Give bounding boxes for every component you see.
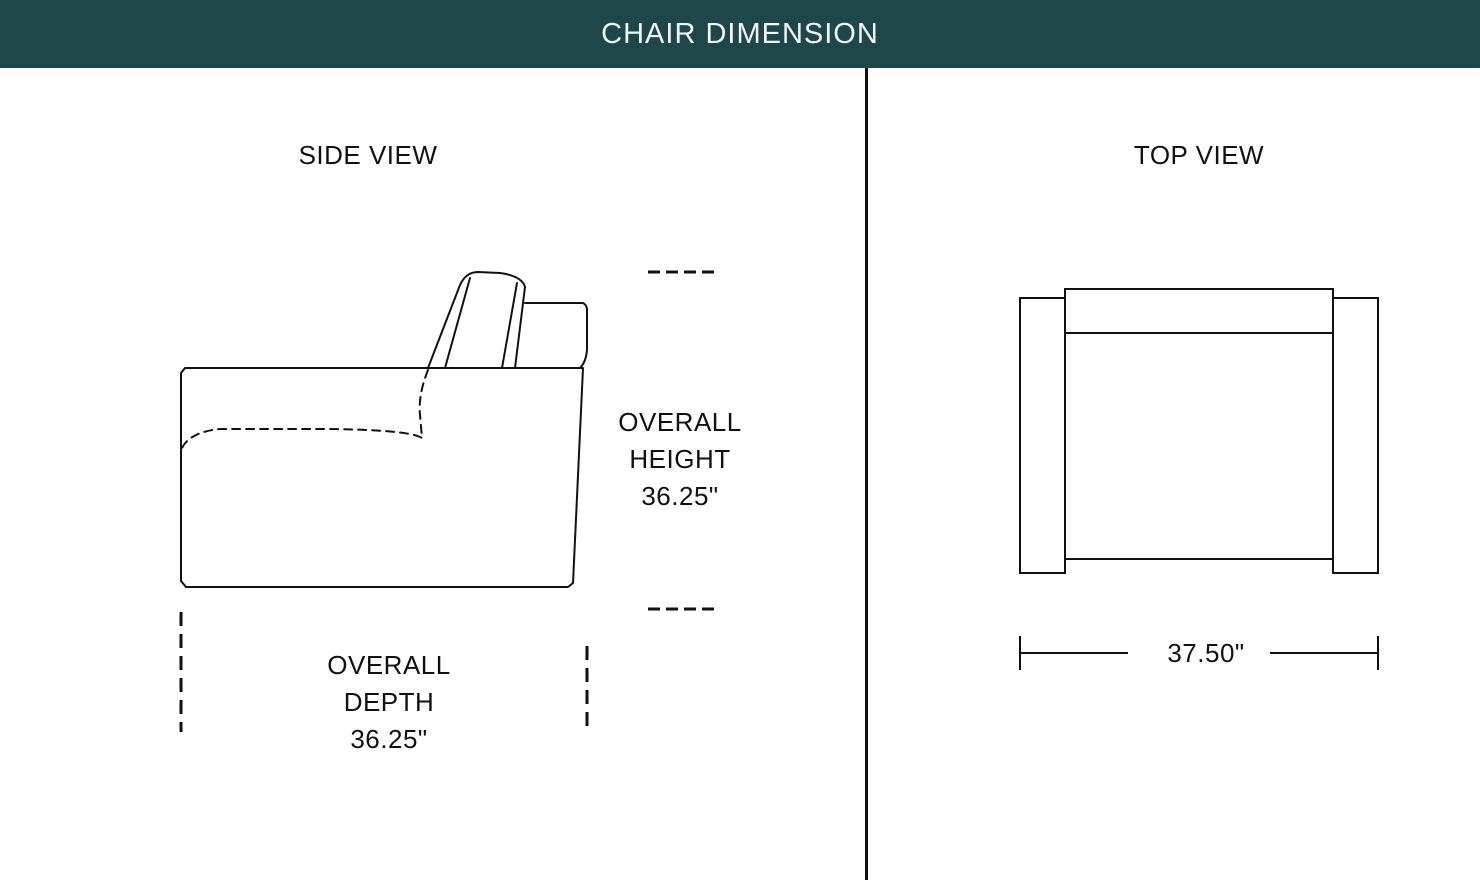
right-arm [1332, 297, 1379, 574]
top-view-chair-drawing [1019, 288, 1379, 574]
side-view-chair-drawing [180, 271, 588, 588]
height-label-line2: HEIGHT [629, 444, 731, 474]
depth-label-line2: DEPTH [343, 687, 435, 717]
chair-arm-body [180, 367, 584, 588]
page-header: CHAIR DIMENSION [0, 0, 1480, 68]
depth-label-value: 36.25" [350, 724, 428, 754]
overall-depth-label: OVERALL DEPTH 36.25" [309, 647, 469, 758]
top-view-title: TOP VIEW [1133, 140, 1265, 170]
chair-back-cushion [427, 271, 526, 369]
view-divider [865, 68, 868, 880]
overall-width-label: 37.50" [1167, 638, 1245, 668]
chair-back-cushion-edge [501, 282, 518, 369]
seat [1064, 332, 1334, 560]
height-label-line1: OVERALL [618, 407, 742, 437]
back-rest [1064, 288, 1334, 334]
side-view-title: SIDE VIEW [298, 140, 438, 170]
height-label-value: 36.25" [641, 481, 719, 511]
overall-height-label: OVERALL HEIGHT 36.25" [600, 404, 760, 515]
seat-hidden-line [181, 369, 429, 449]
width-dimension-line [1019, 636, 1379, 670]
depth-markers [179, 612, 589, 732]
chair-rear-frame [524, 302, 588, 369]
chair-back-cushion-inner [444, 277, 471, 369]
page-title: CHAIR DIMENSION [601, 17, 879, 50]
height-markers [648, 270, 716, 611]
left-arm [1019, 297, 1066, 574]
depth-label-line1: OVERALL [327, 650, 451, 680]
